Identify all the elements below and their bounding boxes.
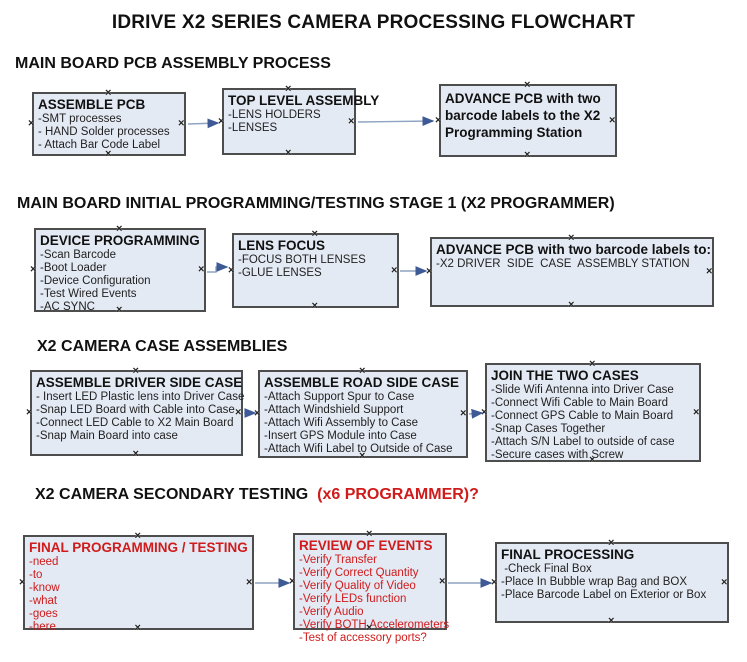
flow-box-title: ASSEMBLE PCB xyxy=(38,97,146,112)
flow-box-assemble-road-side-case: ASSEMBLE ROAD SIDE CASE -Attach Support … xyxy=(258,370,468,458)
section-header-pcb-assembly: MAIN BOARD PCB ASSEMBLY PROCESS xyxy=(15,55,331,72)
flow-arrow xyxy=(357,116,435,127)
connector-handle-icon xyxy=(133,450,141,458)
flow-item: -Verify Audio xyxy=(299,606,364,618)
flow-item: -Scan Barcode xyxy=(40,249,117,261)
connector-handle-icon xyxy=(608,617,616,625)
flow-item: -what xyxy=(29,595,58,607)
flow-item: -Slide Wifi Antenna into Driver Case xyxy=(491,384,674,396)
flow-item: -Verify Transfer xyxy=(299,554,377,566)
flow-box-title: REVIEW OF EVENTS xyxy=(299,538,433,553)
flow-item: -Verify Quality of Video xyxy=(299,580,416,592)
flow-item: -SMT processes xyxy=(38,113,122,125)
flow-item: -Connect LED Cable to X2 Main Board xyxy=(36,417,234,429)
connector-handle-icon xyxy=(491,578,499,586)
flow-item: -Insert GPS Module into Case xyxy=(264,430,417,442)
connector-handle-icon xyxy=(568,301,576,309)
flow-box-title: JOIN THE TWO CASES xyxy=(491,368,639,383)
flow-box-device-programming: DEVICE PROGRAMMING -Scan Barcode -Boot L… xyxy=(34,228,206,313)
flow-item: -Check Final Box xyxy=(501,563,592,575)
connector-handle-icon xyxy=(426,268,434,276)
flow-item: -need xyxy=(29,556,59,568)
flow-arrow xyxy=(187,118,220,129)
flow-box-title: DEVICE PROGRAMMING xyxy=(40,233,200,248)
flow-item: -LENS HOLDERS xyxy=(228,109,321,121)
connector-handle-icon xyxy=(254,410,262,418)
flow-item: -Attach Wifi Label to Outside of Case xyxy=(264,443,453,455)
flow-box-join-the-two-cases: JOIN THE TWO CASES -Slide Wifi Antenna i… xyxy=(485,363,701,462)
page-title: IDRIVE X2 SERIES CAMERA PROCESSING FLOWC… xyxy=(111,12,636,33)
connector-handle-icon xyxy=(228,266,236,274)
flow-box-title: ASSEMBLE ROAD SIDE CASE xyxy=(264,375,460,390)
flow-item: -goes xyxy=(29,608,58,620)
flow-item: -know xyxy=(29,582,60,594)
flow-item: -FOCUS BOTH LENSES xyxy=(238,254,366,266)
flow-box-title: ASSEMBLE DRIVER SIDE CASE xyxy=(36,375,243,390)
flow-arrow xyxy=(468,408,484,419)
flow-box-final-processing: FINAL PROCESSING -Check Final Box -Place… xyxy=(495,542,729,623)
flow-item: -LENSES xyxy=(228,122,278,134)
connector-handle-icon xyxy=(435,116,443,124)
flow-box-assemble-pcb: ASSEMBLE PCB -SMT processes - HAND Solde… xyxy=(32,92,186,156)
flow-item: -Connect Wifi Cable to Main Board xyxy=(491,397,669,409)
flow-item: -Attach Windshield Support xyxy=(264,404,404,416)
flow-box-lens-focus: LENS FOCUS -FOCUS BOTH LENSES -GLUE LENS… xyxy=(232,233,399,308)
flow-item: -Attach Support Spur to Case xyxy=(264,391,415,403)
flow-item: -Device Configuration xyxy=(40,275,151,287)
flow-item: -Test Wired Events xyxy=(40,288,137,300)
flow-item: - HAND Solder processes xyxy=(38,126,170,138)
flow-box-title: ADVANCE PCB with two barcode labels to t… xyxy=(445,91,601,140)
flow-box-title: FINAL PROGRAMMING / TESTING xyxy=(29,540,248,555)
flow-item: -Snap LED Board with Cable into Case xyxy=(36,404,235,416)
connector-handle-icon xyxy=(28,120,36,128)
connector-handle-icon xyxy=(524,81,532,89)
flow-item: -Place In Bubble wrap Bag and BOX xyxy=(501,576,688,588)
flow-arrow xyxy=(207,262,229,273)
flow-item: -Verify LEDs function xyxy=(299,593,407,605)
flow-item: -Verify BOTH Accelerometers xyxy=(299,619,450,631)
section-header-red-text: (x6 PROGRAMMER)? xyxy=(312,486,479,503)
connector-handle-icon xyxy=(218,117,226,125)
flow-item: -Attach S/N Label to outside of case xyxy=(491,436,675,448)
flow-box-title: TOP LEVEL ASSEMBLY xyxy=(228,93,380,108)
section-header-black-text: X2 CAMERA SECONDARY TESTING xyxy=(35,486,313,503)
flow-item: -Place Barcode Label on Exterior or Box xyxy=(501,589,707,601)
flow-item: -Secure cases with Screw xyxy=(491,449,624,461)
connector-handle-icon xyxy=(30,266,38,274)
flow-item: -to xyxy=(29,569,43,581)
flow-box-review-of-events: REVIEW OF EVENTS -Verify Transfer -Verif… xyxy=(293,533,450,644)
connector-handle-icon xyxy=(481,408,489,416)
flow-box-title: LENS FOCUS xyxy=(238,238,326,253)
flow-item: -Snap Main Board into case xyxy=(36,430,178,442)
flow-item: -GLUE LENSES xyxy=(238,267,322,279)
flow-box-title: ADVANCE PCB with two barcode labels to: xyxy=(436,242,712,257)
connector-handle-icon xyxy=(285,149,293,157)
flow-item: - Attach Bar Code Label xyxy=(38,139,161,151)
flow-box-advance-pcb-driver-side: ADVANCE PCB with two barcode labels to: … xyxy=(430,237,714,307)
flow-item: -Snap Cases Together xyxy=(491,423,606,435)
flow-box-final-programming-testing: FINAL PROGRAMMING / TESTING -need -to -k… xyxy=(23,535,254,633)
section-header-case-assemblies: X2 CAMERA CASE ASSEMBLIES xyxy=(37,338,288,355)
flow-box-advance-pcb-programming-station: ADVANCE PCB with two barcode labels to t… xyxy=(439,84,617,157)
section-header-initial-programming: MAIN BOARD INITIAL PROGRAMMING/TESTING S… xyxy=(17,195,615,212)
flow-item: -here xyxy=(29,621,56,633)
flow-item: -Test of accessory ports? xyxy=(299,632,427,644)
flow-item: -X2 DRIVER SIDE CASE ASSEMBLY STATION xyxy=(436,258,690,270)
section-header-secondary-testing: X2 CAMERA SECONDARY TESTING (x6 PROGRAMM… xyxy=(35,486,479,504)
connector-handle-icon xyxy=(26,409,34,417)
connector-handle-icon xyxy=(289,577,297,585)
flow-item: -Attach Wifi Assembly to Case xyxy=(264,417,419,429)
connector-handle-icon xyxy=(524,151,532,159)
flow-item: -Boot Loader xyxy=(40,262,107,274)
flow-item: -Connect GPS Cable to Main Board xyxy=(491,410,674,422)
flow-box-assemble-driver-side-case: ASSEMBLE DRIVER SIDE CASE - Insert LED P… xyxy=(30,370,245,458)
flow-item: -AC SYNC xyxy=(40,301,95,313)
flow-item: - Insert LED Plastic lens into Driver Ca… xyxy=(36,391,245,403)
flow-box-title: FINAL PROCESSING xyxy=(501,547,635,562)
connector-handle-icon xyxy=(19,578,27,586)
connector-handle-icon xyxy=(312,302,320,310)
flow-item: -Verify Correct Quantity xyxy=(299,567,419,579)
flow-box-top-level-assembly: TOP LEVEL ASSEMBLY -LENS HOLDERS -LENSES xyxy=(222,88,380,157)
